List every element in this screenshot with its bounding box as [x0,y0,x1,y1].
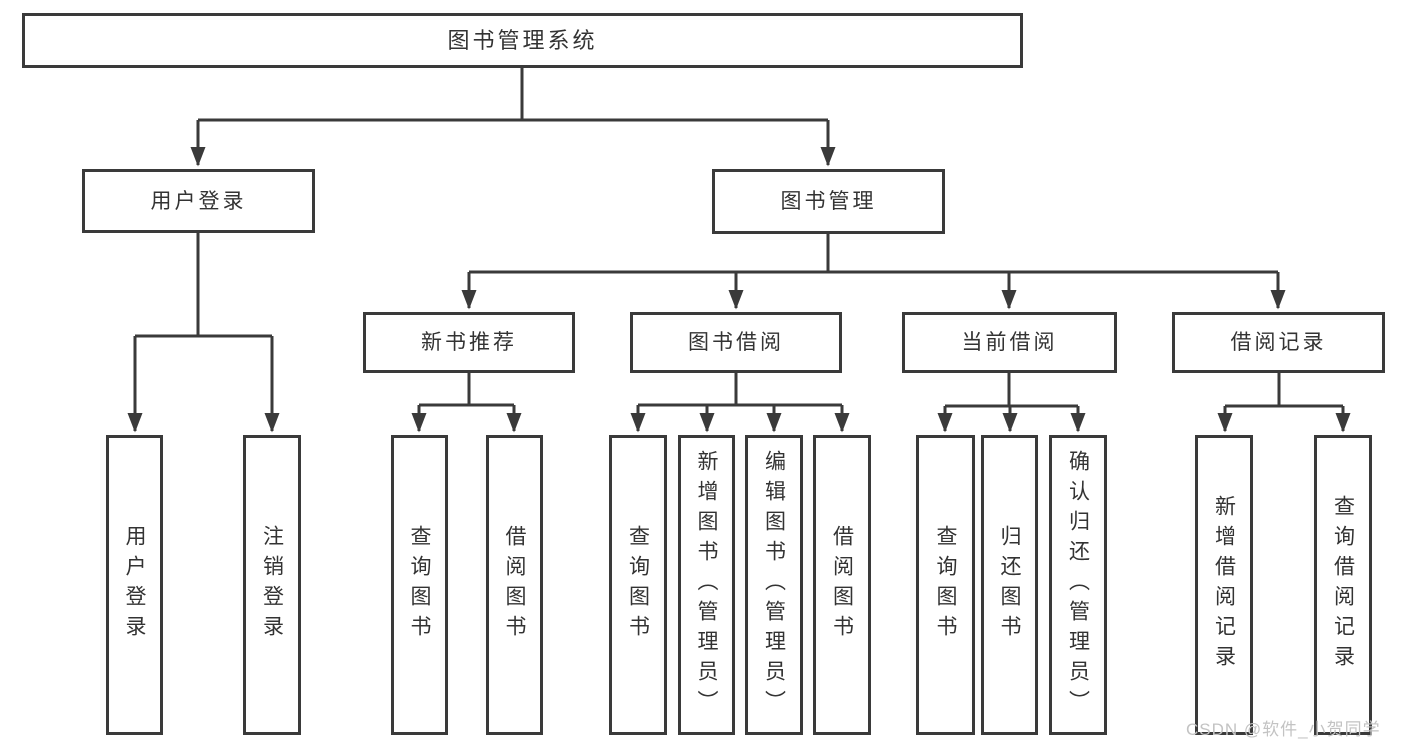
leaf-borrow-borrow-book: 借阅图书 [813,435,871,735]
node-label: 注销登录 [260,525,284,645]
node-label: 图书管理系统 [447,27,598,53]
csdn-watermark: CSDN @软件_小贺同学 [1186,720,1381,739]
node-label: 查询图书 [408,525,431,645]
node-borrow-records: 借阅记录 [1172,312,1385,373]
node-user-login: 用户登录 [82,169,315,233]
node-label: 图书借阅 [688,331,784,354]
node-label: 借阅图书 [830,525,854,645]
leaf-borrow-query-book: 查询图书 [609,435,667,735]
leaf-recommend-query-book: 查询图书 [391,435,448,735]
node-label: 新增借阅记录 [1212,495,1236,675]
node-label: 用户登录 [150,189,247,213]
node-label: 用户登录 [123,525,146,645]
leaf-recommend-borrow-book: 借阅图书 [486,435,543,735]
node-label: 新增图书（管理员） [695,450,718,720]
node-label: 编辑图书（管理员） [762,450,786,720]
leaf-borrow-edit-book-admin: 编辑图书（管理员） [745,435,803,735]
node-book-borrow: 图书借阅 [630,312,842,373]
node-book-management: 图书管理 [712,169,945,234]
leaf-current-confirm-return-admin: 确认归还（管理员） [1049,435,1107,735]
node-label: 查询图书 [934,525,957,645]
node-label: 借阅记录 [1230,331,1327,354]
node-label: 查询借阅记录 [1331,495,1355,675]
node-label: 借阅图书 [503,525,526,645]
node-root-system: 图书管理系统 [22,13,1023,68]
leaf-current-return-book: 归还图书 [981,435,1038,735]
leaf-login-logout: 注销登录 [243,435,301,735]
leaf-current-query-book: 查询图书 [916,435,975,735]
leaf-borrow-add-book-admin: 新增图书（管理员） [678,435,735,735]
node-label: 图书管理 [780,190,877,213]
leaf-login-user-login: 用户登录 [106,435,163,735]
node-current-borrow: 当前借阅 [902,312,1117,373]
node-label: 确认归还（管理员） [1066,450,1090,720]
node-label: 归还图书 [998,525,1021,645]
node-label: 新书推荐 [421,331,517,354]
leaf-records-add-record: 新增借阅记录 [1195,435,1253,735]
leaf-records-query-record: 查询借阅记录 [1314,435,1372,735]
node-label: 当前借阅 [961,331,1058,354]
node-label: 查询图书 [626,525,650,645]
node-new-book-recommend: 新书推荐 [363,312,575,373]
